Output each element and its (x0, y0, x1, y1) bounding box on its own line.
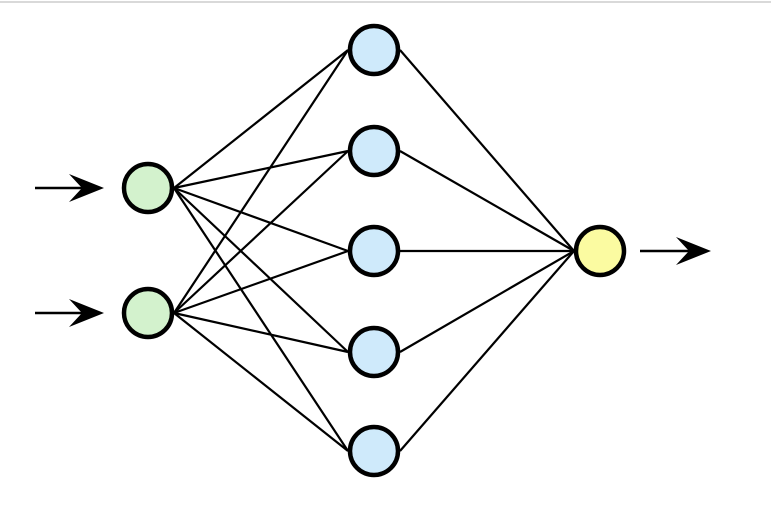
edge-input-1-hidden-3 (173, 186, 349, 253)
node-hidden-2 (347, 124, 401, 178)
edge-hidden-2-output-1 (399, 150, 575, 252)
output-arrow-head (676, 237, 711, 265)
edge-input-2-hidden-2 (173, 150, 349, 314)
edge-hidden-4-output-1 (399, 250, 575, 353)
edge-input-1-hidden-4 (173, 187, 349, 353)
edge-input-2-hidden-3 (173, 249, 349, 315)
input-arrow-1-head (69, 174, 104, 202)
edge-input-1-hidden-2 (173, 149, 349, 190)
edge-hidden-5-output-1 (399, 250, 575, 452)
node-output-1 (573, 224, 627, 278)
edge-input-2-hidden-5 (173, 312, 349, 452)
node-hidden-4 (347, 325, 401, 379)
node-input-2 (121, 286, 175, 340)
input-arrow-2-head (69, 299, 104, 327)
edge-input-1-hidden-5 (173, 187, 349, 452)
edge-input-2-hidden-4 (173, 311, 349, 354)
edge-input-2-hidden-1 (173, 49, 349, 314)
edge-input-1-hidden-1 (173, 49, 349, 189)
top-divider (0, 1, 771, 3)
node-input-1 (121, 161, 175, 215)
edge-hidden-1-output-1 (399, 49, 575, 252)
node-hidden-5 (347, 424, 401, 478)
node-hidden-1 (347, 23, 401, 77)
node-hidden-3 (347, 224, 401, 278)
